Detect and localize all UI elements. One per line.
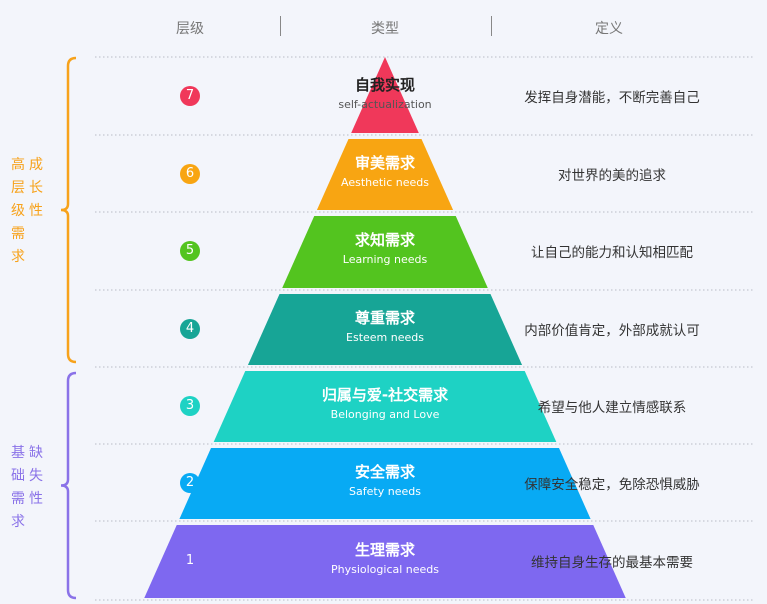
header-level: 层级: [176, 21, 204, 37]
header-type: 类型: [371, 21, 399, 37]
level-badge: 1: [180, 550, 200, 571]
pyramid-layer-1: [144, 525, 626, 598]
level-badge: 3: [180, 395, 200, 416]
pyramid-layer-2: [179, 448, 591, 519]
pyramid-layer-6: [316, 139, 454, 210]
layer-label: 安全需求 Safety needs: [349, 461, 421, 498]
layer-definition: 希望与他人建立情感联系: [537, 399, 687, 416]
pyramid-layer-4: [247, 294, 523, 365]
layer-definition: 保障安全稳定，免除恐惧威胁: [524, 476, 700, 493]
layer-definition: 维持自身生存的最基本需要: [531, 554, 693, 571]
layer-label: 审美需求 Aesthetic needs: [341, 152, 429, 189]
header-divider: [491, 16, 492, 36]
layer-title: 安全需求: [354, 462, 415, 481]
layer-definition: 内部价值肯定，外部成就认可: [524, 322, 700, 339]
header-definition: 定义: [595, 21, 623, 37]
level-badge: 4: [180, 318, 200, 339]
layer-subtitle: Esteem needs: [346, 330, 424, 344]
level-badge: 5: [180, 241, 200, 261]
layer-subtitle: Safety needs: [349, 484, 421, 498]
layer-title: 求知需求: [354, 231, 416, 249]
pyramid-layer-7: [351, 57, 419, 133]
header-divider: [280, 16, 281, 36]
layer-subtitle: Learning needs: [342, 253, 428, 266]
layer-subtitle: Physiological needs: [330, 562, 440, 576]
layer-label: 求知需求 Learning needs: [343, 229, 427, 266]
layer-subtitle: Belonging and Love: [330, 407, 440, 421]
layer-definition: 发挥自身潜能，不断完善自己: [524, 90, 700, 106]
layer-title: 尊重需求: [354, 308, 415, 327]
layer-label: 自我实现 self-actualization: [338, 74, 431, 111]
pyramid-layer-3: [213, 371, 557, 442]
layer-subtitle: Aesthetic needs: [340, 175, 430, 189]
group-growth-label-1: 高层级需求: [11, 157, 25, 265]
layer-definition: 让自己的能力和认知相匹配: [531, 245, 693, 261]
layer-definition: 对世界的美的追求: [558, 167, 666, 184]
pyramid-layer-5: [282, 216, 488, 288]
layer-title: 归属与爱-社交需求: [321, 385, 449, 404]
layer-label: 尊重需求 Esteem needs: [346, 307, 424, 344]
layer-subtitle: self-actualization: [338, 98, 432, 111]
layer-title: 自我实现: [354, 76, 415, 94]
layer-label: 归属与爱-社交需求 Belonging and Love: [322, 384, 448, 421]
level-badge: 7: [180, 86, 200, 106]
layer-title: 审美需求: [354, 153, 415, 172]
basic-needs-brace: [60, 371, 77, 600]
group-basic-label-1: 基础需求: [11, 445, 25, 530]
growth-needs-brace: [60, 56, 77, 364]
level-badge: 2: [180, 472, 200, 493]
level-badge: 6: [180, 163, 200, 184]
group-basic-label-2: 缺失性: [29, 445, 43, 507]
layer-label: 生理需求 Physiological needs: [331, 539, 439, 576]
layer-title: 生理需求: [354, 540, 415, 559]
group-growth-label-2: 成长性: [29, 157, 43, 219]
